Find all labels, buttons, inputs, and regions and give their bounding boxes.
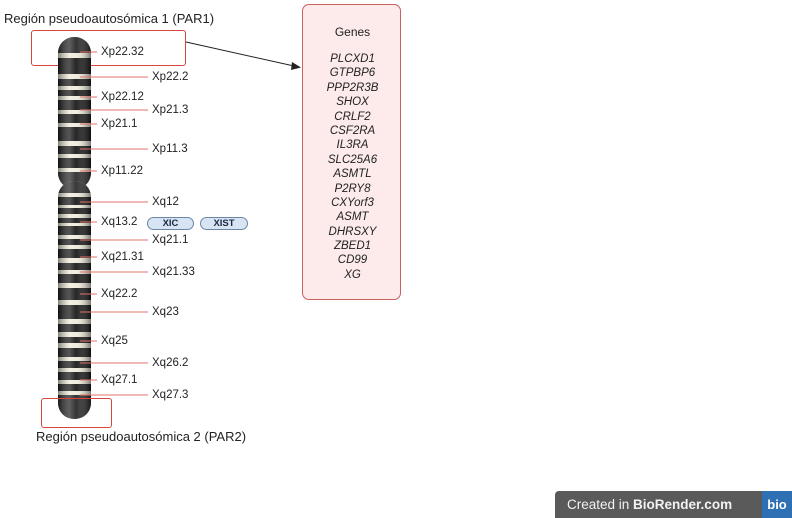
par2-label: Región pseudoautosómica 2 (PAR2) xyxy=(36,429,247,444)
gene-item: CXYorf3 xyxy=(331,196,374,209)
band-label-xq27-3: Xq27.3 xyxy=(152,389,189,401)
par1-arrow xyxy=(185,41,301,70)
chromosome-p-arm xyxy=(58,37,91,189)
biorender-watermark[interactable]: Created in BioRender.com bio xyxy=(555,491,792,518)
gene-item: PLCXD1 xyxy=(330,53,375,65)
gene-item: SLC25A6 xyxy=(327,153,378,166)
gene-item: ASMT xyxy=(336,211,369,224)
band-label-xq13-2: Xq13.2 xyxy=(101,216,138,228)
gene-item: ZBED1 xyxy=(333,240,372,253)
gene-item: IL3RA xyxy=(336,139,369,152)
gene-item: PPP2R3B xyxy=(326,81,379,94)
band-label-xq22-2: Xq22.2 xyxy=(101,288,138,300)
par2-highlight-box xyxy=(41,398,112,428)
band-label-xp22-32: Xp22.32 xyxy=(101,46,144,58)
watermark-brand: BioRender.com xyxy=(633,497,733,512)
band-label-xq23: Xq23 xyxy=(152,306,179,318)
band-label-xq25: Xq25 xyxy=(101,335,128,347)
gene-item: CD99 xyxy=(337,254,368,267)
genes-title: Genes xyxy=(334,25,371,39)
band-label-xq12: Xq12 xyxy=(152,196,179,208)
chromosome-q-arm xyxy=(58,181,91,419)
biorender-logo-icon: bio xyxy=(762,491,792,518)
gene-item: DHRSXY xyxy=(328,225,377,238)
gene-item: GTPBP6 xyxy=(329,67,376,80)
band-label-xp11-3: Xp11.3 xyxy=(152,143,188,155)
band-label-xp11-22: Xp11.22 xyxy=(101,165,143,177)
watermark-text: Created in BioRender.com xyxy=(555,497,732,512)
band-label-xp21-1: Xp21.1 xyxy=(101,118,138,130)
xic-badge: XIC xyxy=(147,217,194,230)
band-label-xp22-2: Xp22.2 xyxy=(152,71,189,83)
gene-item: CSF2RA xyxy=(329,124,376,137)
gene-item: XG xyxy=(344,268,361,281)
band-label-xq27-1: Xq27.1 xyxy=(101,374,138,386)
par1-highlight-box xyxy=(31,30,186,66)
band-label-xp21-3: Xp21.3 xyxy=(152,104,189,116)
band-label-xq21-33: Xq21.33 xyxy=(152,266,195,278)
gene-item: SHOX xyxy=(336,96,369,109)
gene-item: ASMTL xyxy=(333,168,372,181)
band-label-xq26-2: Xq26.2 xyxy=(152,357,189,369)
xist-badge: XIST xyxy=(200,217,248,230)
band-label-xp22-12: Xp22.12 xyxy=(101,91,144,103)
band-lines xyxy=(80,51,148,396)
band-label-xq21-1: Xq21.1 xyxy=(152,234,189,246)
gene-item: P2RY8 xyxy=(334,182,371,195)
par1-label: Región pseudoautosómica 1 (PAR1) xyxy=(4,11,215,26)
watermark-prefix: Created in xyxy=(567,497,634,512)
gene-item: CRLF2 xyxy=(334,110,371,123)
band-label-xq21-31: Xq21.31 xyxy=(101,251,144,263)
